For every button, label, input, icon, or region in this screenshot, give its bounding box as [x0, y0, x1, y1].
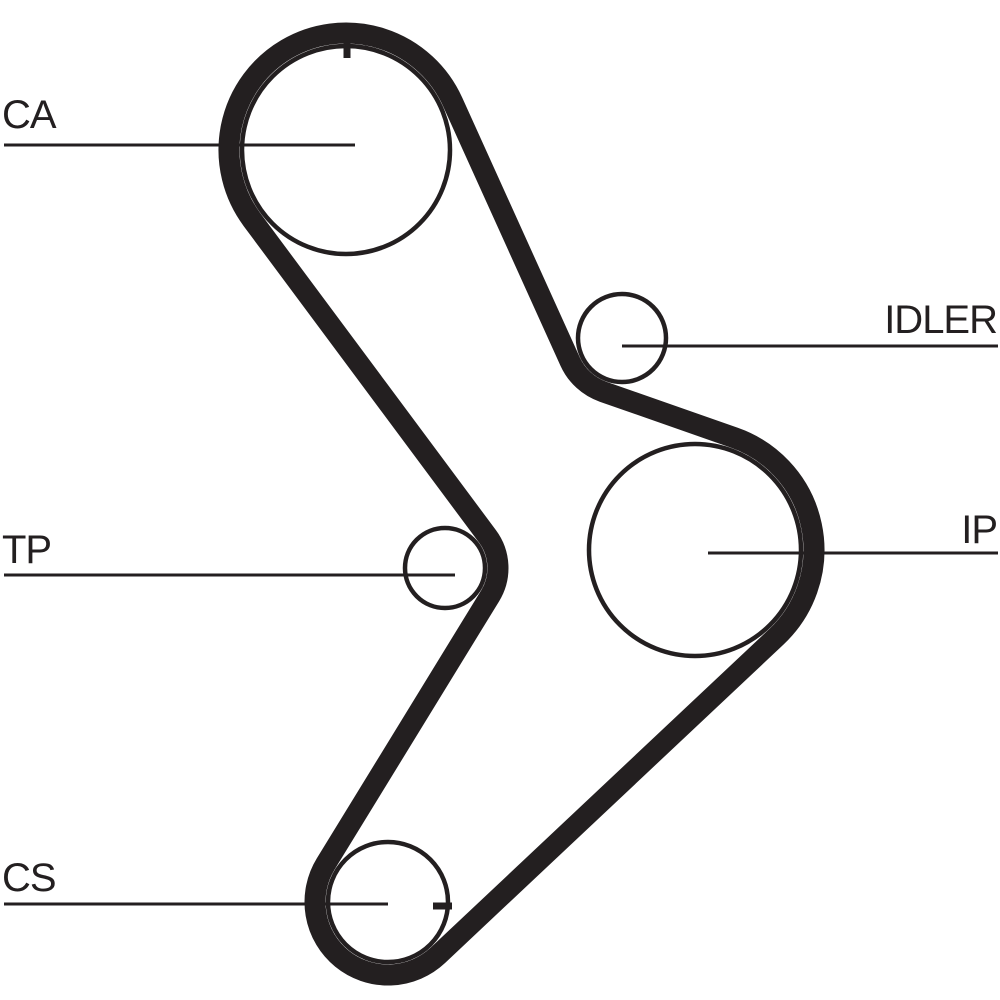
idler-label: IDLER [884, 298, 998, 342]
timing-belt [218, 22, 825, 986]
cs-pulley [325, 839, 451, 965]
idler-pulley [575, 291, 669, 385]
ca-label: CA [2, 93, 57, 137]
cs-label: CS [2, 856, 57, 900]
tp-label: TP [2, 528, 52, 572]
ip-label: IP [961, 508, 998, 552]
ca-pulley [239, 43, 453, 257]
tp-pulley [402, 525, 488, 611]
ip-pulley [586, 441, 804, 659]
